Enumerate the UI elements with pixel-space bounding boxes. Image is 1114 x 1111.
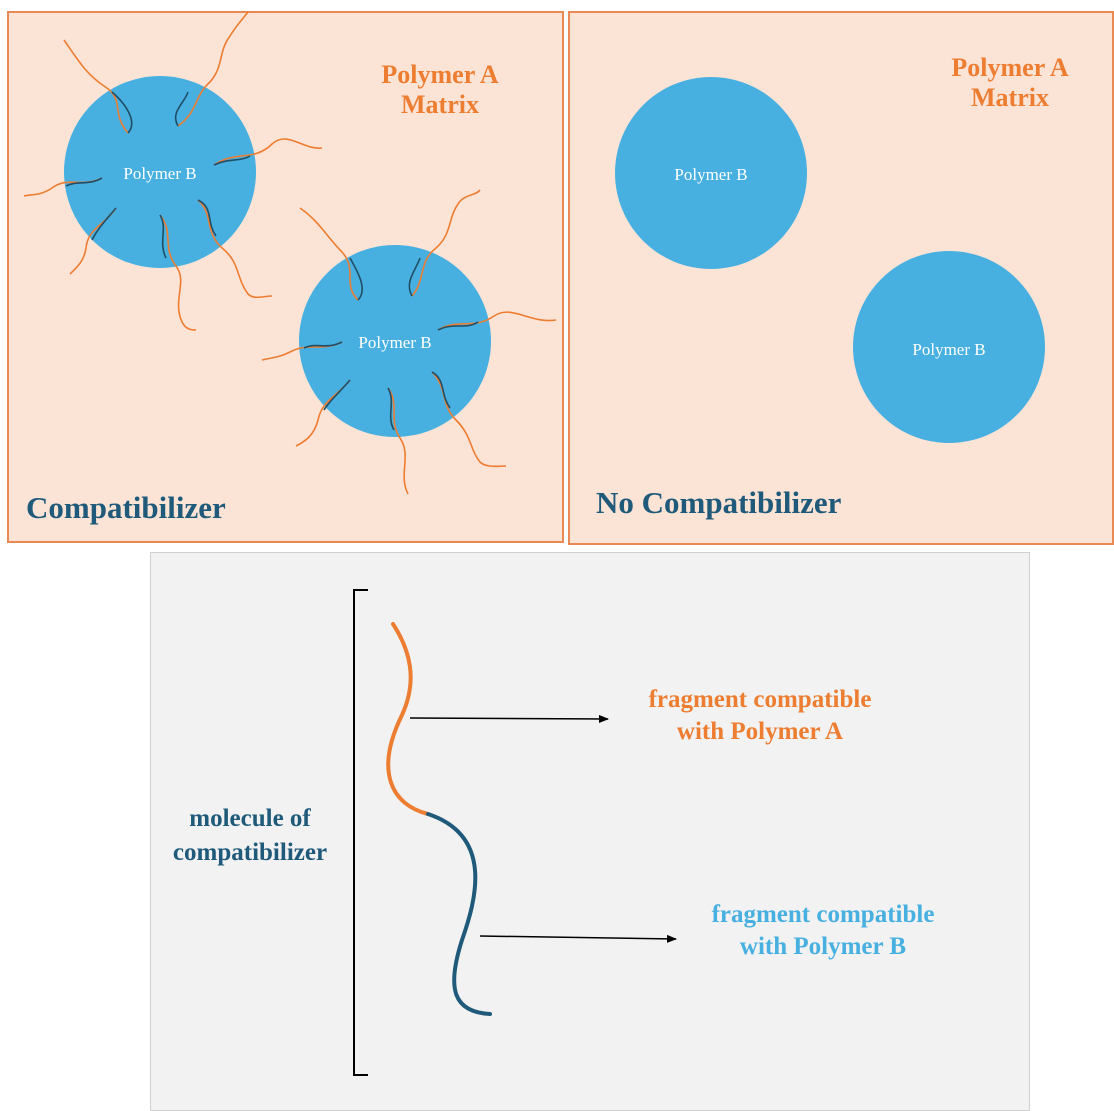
polymer-a-matrix-label: Polymer A Matrix xyxy=(381,60,499,119)
particle-label: Polymer B xyxy=(674,165,747,184)
compatibilizer-chains-inside xyxy=(65,91,251,259)
particle-label: Polymer B xyxy=(123,164,196,183)
molecule-label: molecule of compatibilizer xyxy=(172,805,328,866)
compatibilized-particle-2 xyxy=(261,189,557,495)
polymer-b-particle xyxy=(853,251,1045,443)
compatibilizer-chains xyxy=(23,11,323,331)
fragment-a-label: fragment compatible with Polymer A xyxy=(648,686,872,745)
compatibilized-particle-1 xyxy=(23,11,323,331)
compatibilizer-chains-inside xyxy=(303,257,479,431)
polymer-b-particle xyxy=(615,77,807,269)
fragment-a-chain xyxy=(386,622,430,816)
compatibilizer-title: Compatibilizer xyxy=(26,490,226,525)
fragment-b-chain xyxy=(426,812,492,1016)
no-compatibilizer-title: No Compatibilizer xyxy=(596,485,842,520)
molecule-bracket xyxy=(353,589,368,1076)
fragment-b-label: fragment compatible with Polymer B xyxy=(711,901,935,960)
particle-label: Polymer B xyxy=(912,340,985,359)
polymer-a-matrix-label: Polymer A Matrix xyxy=(951,53,1069,112)
arrow-to-fragment-a xyxy=(409,714,609,723)
arrow-to-fragment-b xyxy=(479,934,677,943)
particle-label: Polymer B xyxy=(358,333,431,352)
